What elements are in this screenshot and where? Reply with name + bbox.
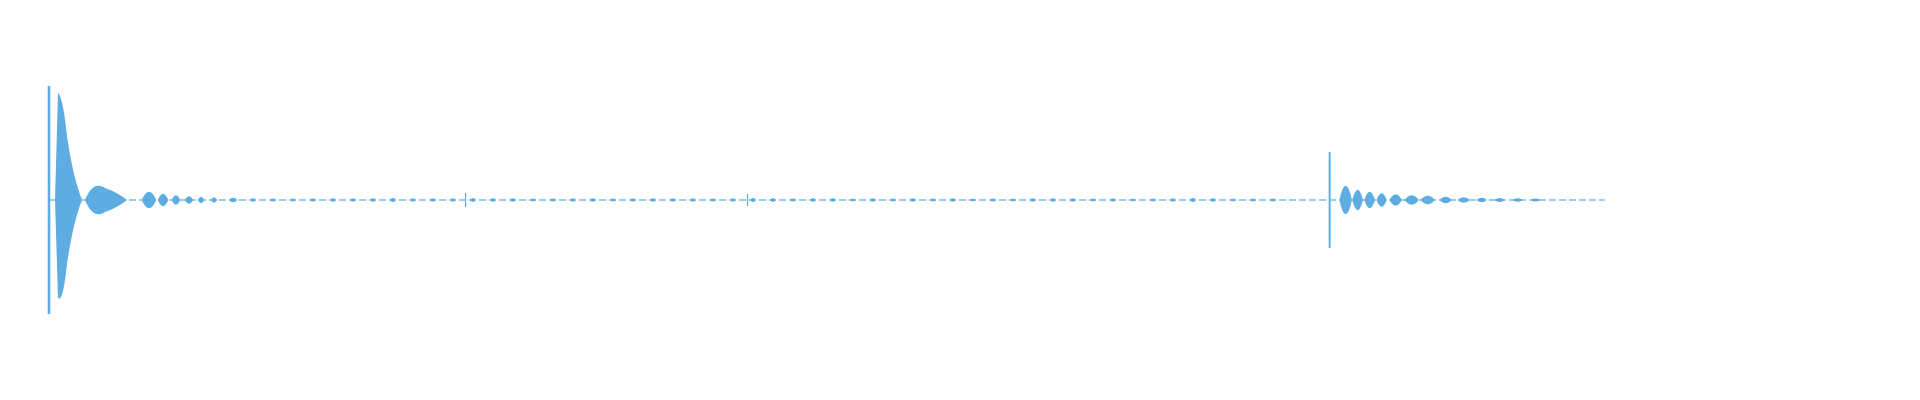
transient-1-pulse xyxy=(172,196,180,205)
noise-pulse xyxy=(790,199,796,201)
noise-pulse xyxy=(570,199,576,202)
noise-click xyxy=(747,194,748,206)
transient-2-pulse xyxy=(1365,192,1375,208)
transient-2-pulse xyxy=(1421,196,1435,204)
noise-pulse xyxy=(630,199,636,202)
noise-pulse xyxy=(1210,198,1216,201)
transient-2-pulse xyxy=(1458,198,1470,203)
noise-pulse xyxy=(310,199,316,202)
noise-pulse xyxy=(450,199,456,202)
noise-pulse xyxy=(350,199,356,202)
transient-1-pulse xyxy=(250,199,256,202)
noise-pulse xyxy=(1250,199,1256,202)
transient-2-spike xyxy=(1329,152,1331,248)
noise-pulse xyxy=(970,199,976,201)
noise-pulse xyxy=(490,198,496,201)
transient-2-pulse xyxy=(1377,194,1387,207)
noise-pulse xyxy=(1070,199,1076,202)
transient-1-body xyxy=(55,93,82,299)
noise-pulse xyxy=(1030,198,1036,201)
noise-pulse xyxy=(530,199,536,201)
transient-1-spike xyxy=(48,86,51,314)
noise-pulse xyxy=(1050,198,1056,201)
noise-pulse xyxy=(810,198,816,201)
noise-pulse xyxy=(470,198,476,201)
noise-pulse xyxy=(690,199,696,202)
noise-pulse xyxy=(890,199,896,202)
noise-pulse xyxy=(870,198,876,201)
noise-pulse xyxy=(1190,198,1196,201)
waveform-layer xyxy=(48,86,1605,314)
transient-1-pulse xyxy=(142,192,156,208)
transient-2-pulse xyxy=(1477,198,1487,202)
transient-1-pulse xyxy=(211,198,217,203)
noise-pulse xyxy=(410,199,416,202)
noise-pulse xyxy=(1090,199,1096,201)
noise-pulse xyxy=(990,199,996,202)
noise-pulse xyxy=(950,198,956,201)
noise-pulse xyxy=(710,199,716,201)
transient-2-pulse xyxy=(1405,196,1419,205)
noise-pulse xyxy=(730,199,736,202)
noise-pulse xyxy=(390,198,396,201)
transient-2-pulse xyxy=(1531,199,1541,202)
noise-pulse xyxy=(590,199,596,202)
noise-pulse xyxy=(930,199,936,201)
noise-pulse xyxy=(650,199,656,202)
noise-pulse xyxy=(1130,199,1136,201)
transient-2-pulse xyxy=(1353,190,1363,210)
noise-pulse xyxy=(1270,199,1276,201)
transient-1-tail xyxy=(85,186,127,215)
noise-pulse xyxy=(370,199,376,202)
transient-2-pulse xyxy=(1440,197,1452,203)
noise-pulse xyxy=(850,199,856,201)
noise-pulse xyxy=(1110,199,1116,202)
noise-pulse xyxy=(1010,199,1016,201)
noise-pulse xyxy=(770,198,776,201)
noise-pulse xyxy=(510,198,516,201)
transient-2-pulse xyxy=(1513,199,1523,202)
noise-pulse xyxy=(610,199,616,201)
transient-2-pulse xyxy=(1495,198,1505,202)
noise-pulse xyxy=(750,198,756,201)
transient-1-pulse xyxy=(270,199,276,202)
noise-pulse xyxy=(1230,199,1236,201)
transient-2-pulse xyxy=(1340,186,1352,214)
transient-2-pulse xyxy=(1390,195,1402,206)
noise-pulse xyxy=(330,198,336,201)
noise-pulse xyxy=(550,199,556,201)
transient-1-pulse xyxy=(229,198,237,202)
transient-1-pulse xyxy=(198,197,204,203)
transient-1-pulse xyxy=(158,194,168,206)
noise-pulse xyxy=(1150,199,1156,201)
transient-1-pulse xyxy=(185,197,193,204)
noise-pulse xyxy=(1170,199,1176,202)
noise-click xyxy=(465,193,466,207)
noise-pulse xyxy=(430,199,436,202)
noise-pulse xyxy=(910,199,916,202)
noise-pulse xyxy=(290,199,296,202)
noise-pulse xyxy=(830,198,836,201)
noise-pulse xyxy=(670,199,676,202)
